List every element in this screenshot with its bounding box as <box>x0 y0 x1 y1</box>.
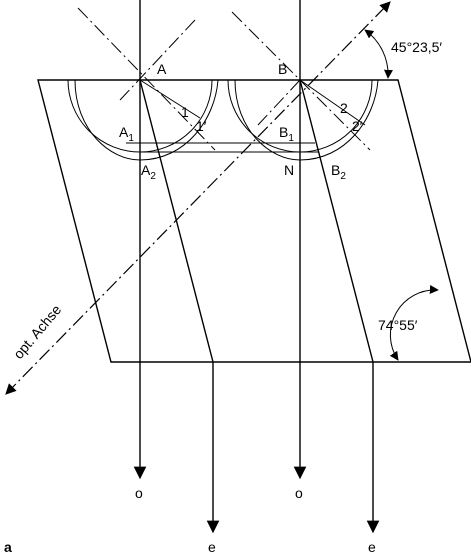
label-two-prime: 2′ <box>352 118 363 134</box>
construction-line-A2 <box>119 19 196 101</box>
optical-axis-label: opt. Achse <box>10 301 64 362</box>
optical-axis <box>5 1 391 395</box>
angle-arc-bottom <box>389 285 439 361</box>
label-A2: A2 <box>141 162 156 182</box>
label-A: A <box>157 61 167 77</box>
label-B2: B2 <box>331 162 346 182</box>
label-N: N <box>284 162 294 178</box>
label-two: 2 <box>340 100 348 116</box>
label-B1: B1 <box>279 124 294 144</box>
angle-arc-top <box>364 29 393 79</box>
label-one-prime: 1′ <box>196 118 207 134</box>
angle-label-top: 45°23,5′ <box>391 39 442 55</box>
label-one: 1 <box>181 104 189 120</box>
ray-label-o-right: o <box>295 485 303 501</box>
ray-A-1 <box>139 79 201 119</box>
panel-label: a <box>4 539 12 555</box>
label-B: B <box>278 61 287 77</box>
construction-line-A1 <box>77 7 216 151</box>
ray-e-left <box>139 79 220 534</box>
ray-label-e-left: e <box>208 539 216 555</box>
label-A1: A1 <box>119 124 134 144</box>
ray-e-right <box>299 79 380 534</box>
ray-label-e-right: e <box>368 539 376 555</box>
angle-label-bottom: 74°55′ <box>378 317 418 333</box>
construction-line-B2 <box>257 79 301 126</box>
ray-B-2 <box>299 79 366 126</box>
ray-label-o-left: o <box>135 485 143 501</box>
